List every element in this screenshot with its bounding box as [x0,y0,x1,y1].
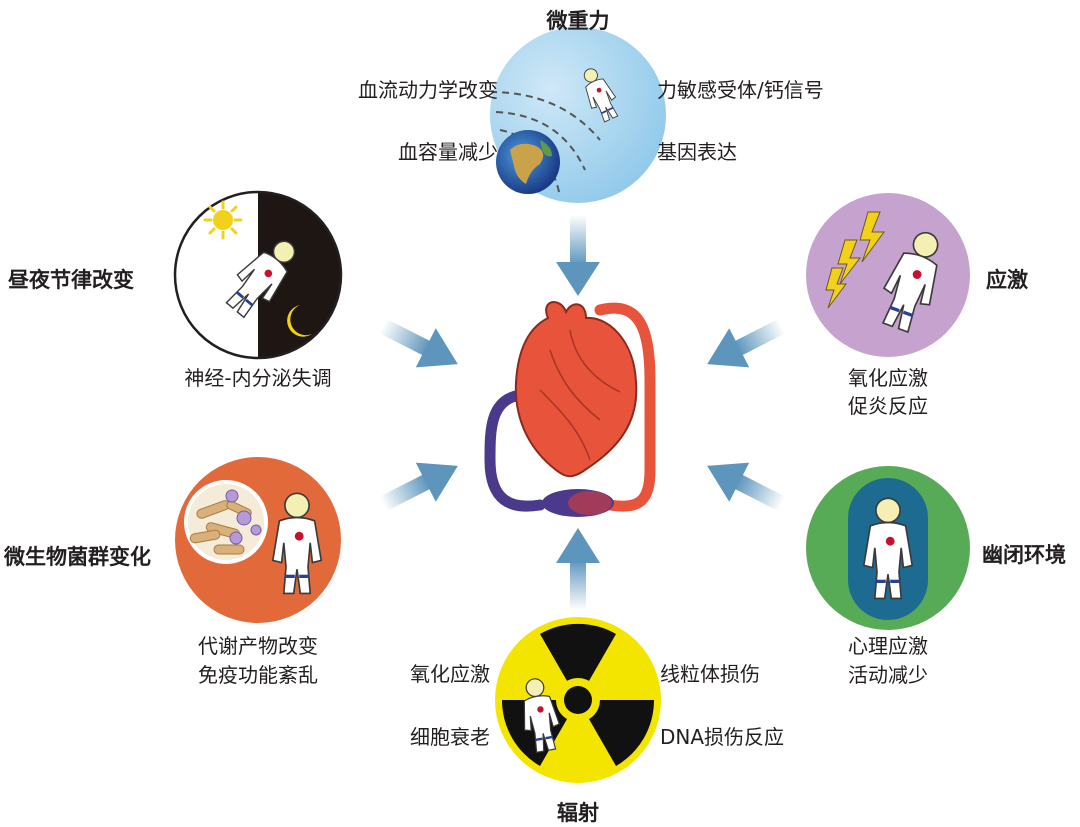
microgravity-title: 微重力 [546,9,610,33]
earth-icon [496,130,560,194]
confinement-caption-line1: 心理应激 [848,634,928,658]
radiation-label-right-top: 线粒体损伤 [660,662,760,686]
sun-icon [203,200,243,240]
moon-icon [287,305,312,337]
confinement-caption-line2: 活动减少 [848,663,928,687]
radiation-label-left-top: 氧化应激 [410,662,490,686]
arrow-from-microgravity [556,215,600,296]
arrow-from-microbiome [379,462,458,512]
radiation-title: 辐射 [557,801,599,825]
microgravity-label-left-top: 血流动力学改变 [358,78,498,102]
radiation-node [495,617,661,783]
circadian-node [173,190,343,360]
vessel-loop-icon [594,302,656,512]
microgravity-label-right-bottom: 基因表达 [657,140,737,164]
radiation-label-left-bottom: 细胞衰老 [410,725,490,749]
orbit-lines-icon [490,91,601,197]
stress-title: 应激 [986,268,1028,292]
arrow-from-stress [707,318,786,368]
confinement-title: 幽闭环境 [982,543,1066,567]
bacteria-icon [184,480,268,564]
confinement-node [806,466,970,630]
radiation-label-right-bottom: DNA损伤反应 [660,725,785,749]
stress-node [806,193,970,357]
heart-icon [484,301,656,517]
circadian-caption: 神经-内分泌失调 [184,366,332,390]
microgravity-node [490,27,666,203]
microgravity-label-left-bottom: 血容量减少 [398,140,498,164]
arrow-from-radiation [556,528,600,610]
stress-caption-line2: 促炎反应 [848,394,928,418]
circadian-title: 昼夜节律改变 [8,268,134,292]
arrow-from-confinement [707,462,786,512]
lightning-icon [825,211,885,309]
microbiome-caption-line1: 代谢产物改变 [198,634,318,658]
microgravity-label-right-top: 力敏感受体/钙信号 [657,78,824,102]
microbiome-node [175,457,341,623]
microbiome-title: 微生物菌群变化 [4,545,151,569]
arrow-from-circadian [379,318,458,368]
microbiome-caption-line2: 免疫功能紊乱 [198,663,318,687]
stress-caption-line1: 氧化应激 [848,366,928,390]
